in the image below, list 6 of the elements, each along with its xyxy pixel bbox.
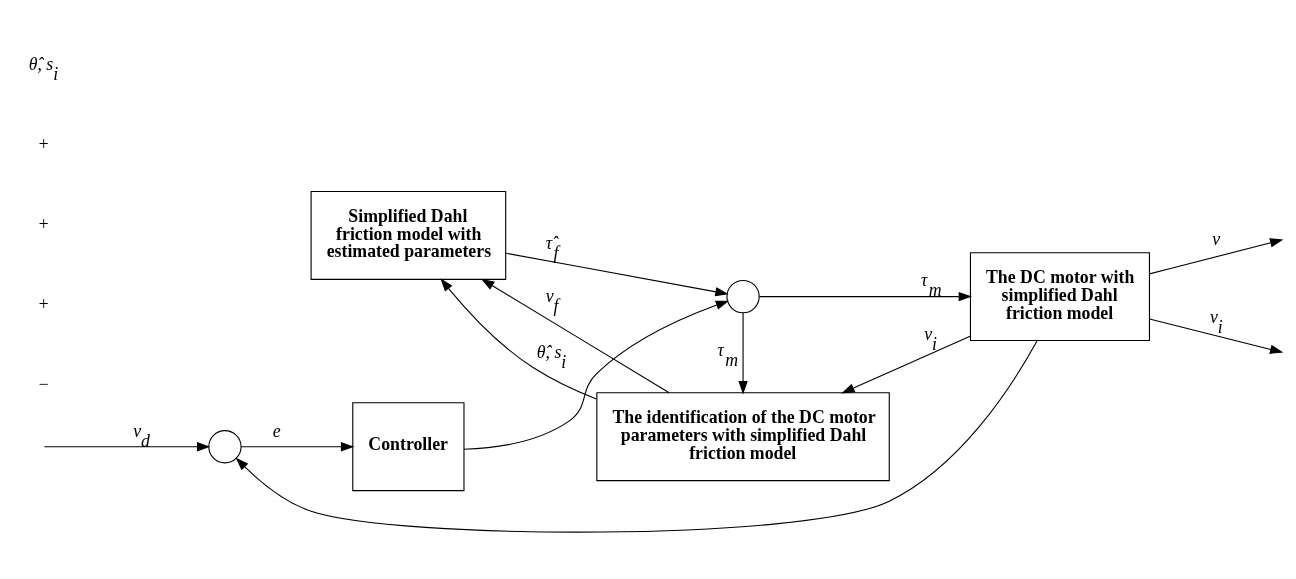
- label: −: [37, 373, 50, 394]
- edge-label: v: [1212, 229, 1221, 250]
- edge-label: e: [272, 420, 281, 441]
- label: +: [37, 133, 50, 154]
- label: +: [37, 293, 50, 314]
- label: +: [37, 213, 50, 234]
